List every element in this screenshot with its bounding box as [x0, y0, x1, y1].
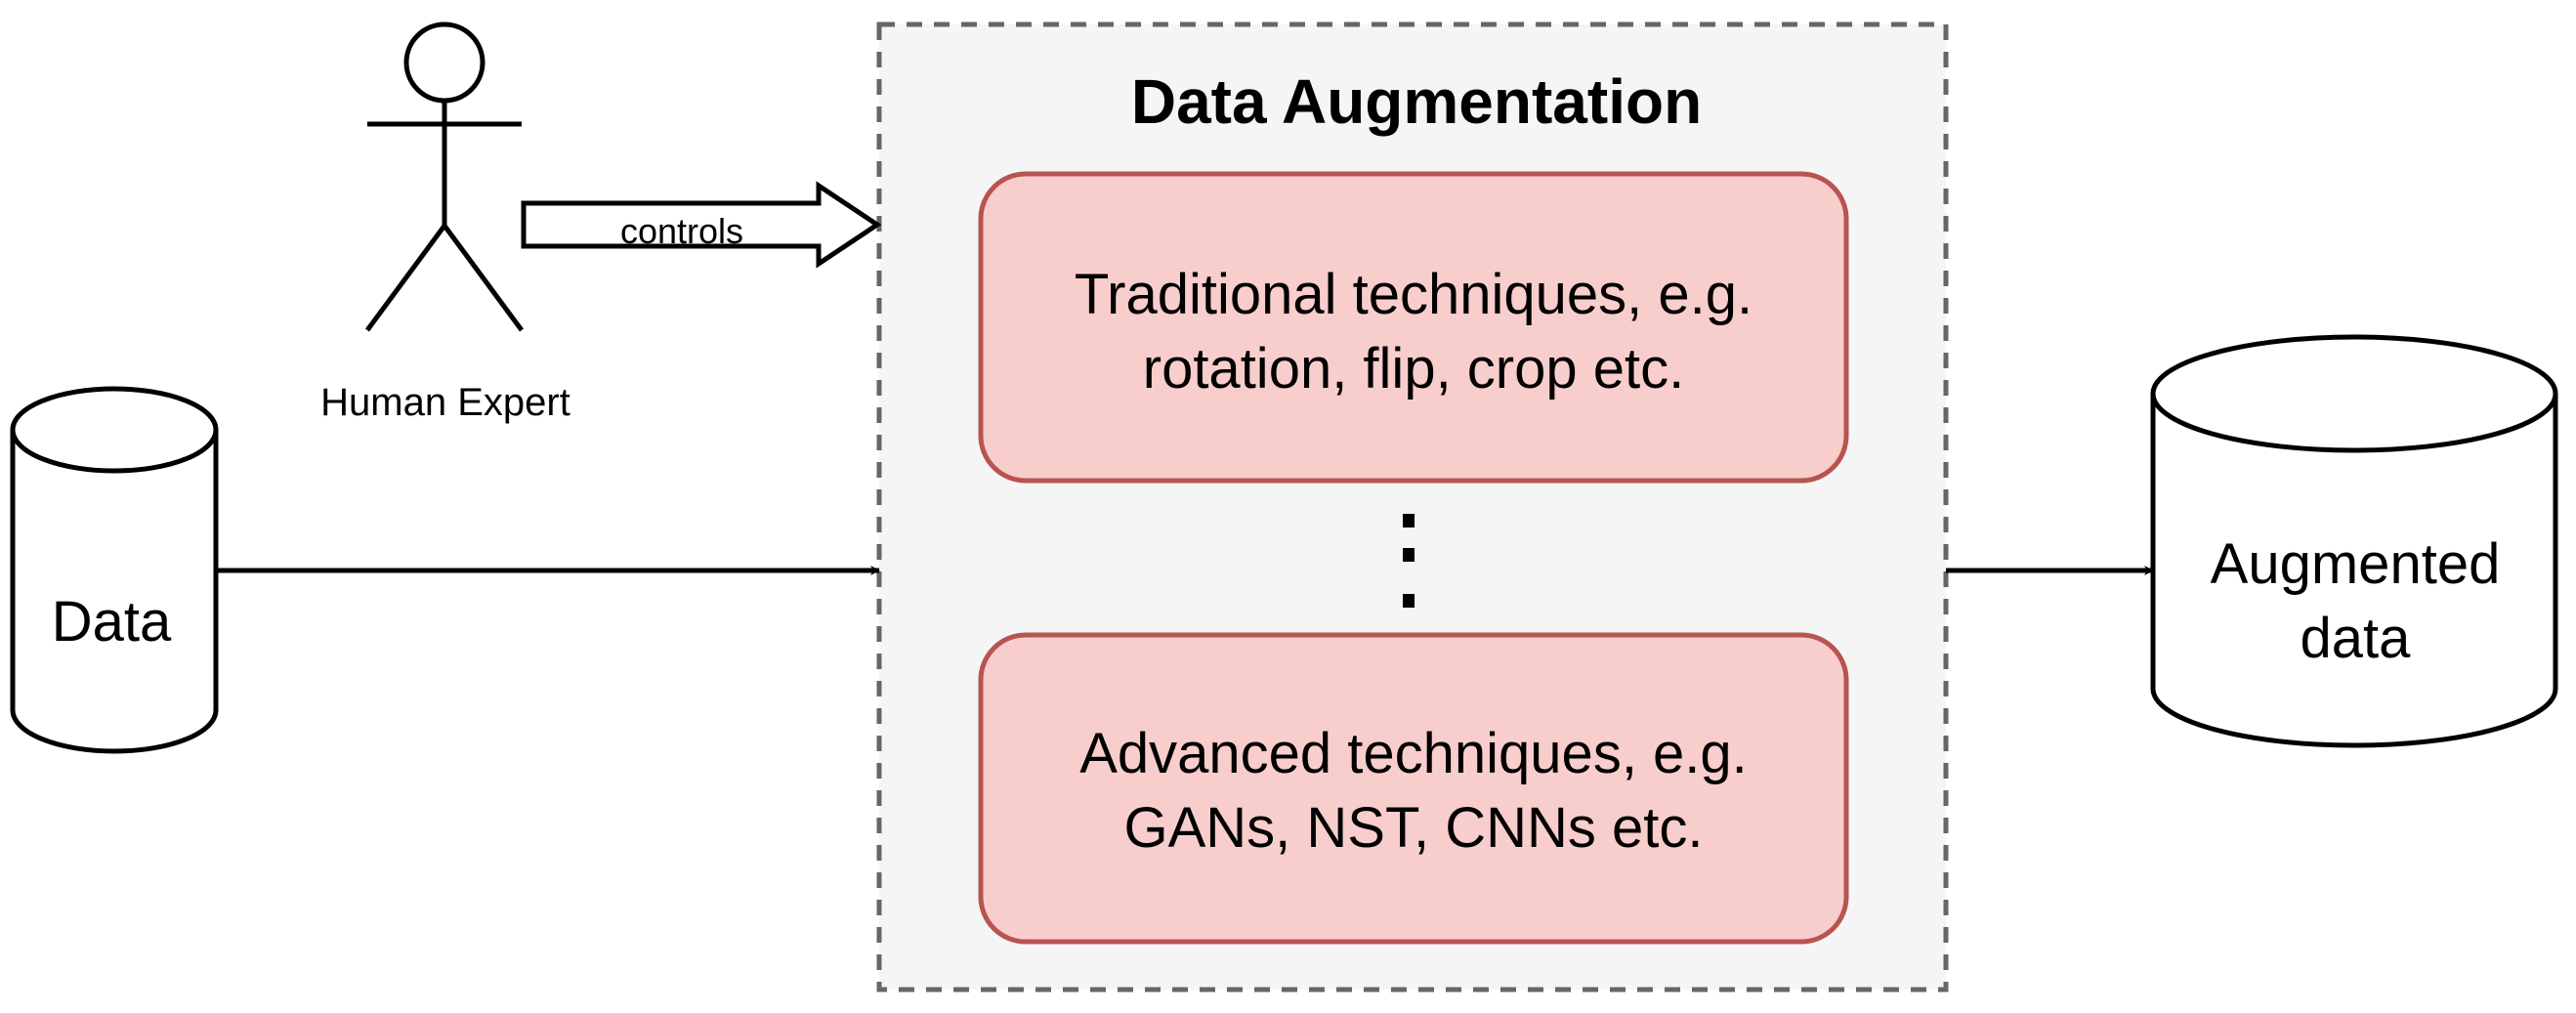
advanced-techniques-line-1: Advanced techniques, e.g.	[1079, 722, 1748, 785]
augmented-data-label: Augmented data	[2155, 528, 2555, 676]
traditional-techniques-line-1: Traditional techniques, e.g.	[1074, 263, 1753, 326]
advanced-techniques-box[interactable]	[978, 632, 1849, 945]
advanced-techniques-line-2: GANs, NST, CNNs etc.	[1123, 796, 1704, 860]
traditional-techniques-line-2: rotation, flip, crop etc.	[1142, 337, 1685, 401]
augmented-data-line-1: Augmented	[2210, 532, 2501, 596]
data-store-label: Data	[51, 590, 172, 654]
augmentation-title: Data Augmentation	[1130, 66, 1703, 137]
traditional-techniques-text: Traditional techniques, e.g. rotation, f…	[981, 258, 1846, 406]
advanced-techniques-text: Advanced techniques, e.g. GANs, NST, CNN…	[981, 717, 1846, 865]
human-expert-actor-icon[interactable]	[364, 21, 525, 332]
augmented-data-line-2: data	[2300, 607, 2411, 670]
ellipsis-dots	[1403, 514, 1415, 608]
traditional-techniques-box[interactable]	[978, 171, 1849, 484]
controls-label: controls	[619, 211, 744, 251]
data-store-icon[interactable]	[10, 386, 219, 754]
augmented-data-store-icon[interactable]	[2150, 334, 2558, 748]
human-expert-label: Human Expert	[320, 381, 570, 424]
controls-arrow[interactable]	[521, 181, 882, 269]
